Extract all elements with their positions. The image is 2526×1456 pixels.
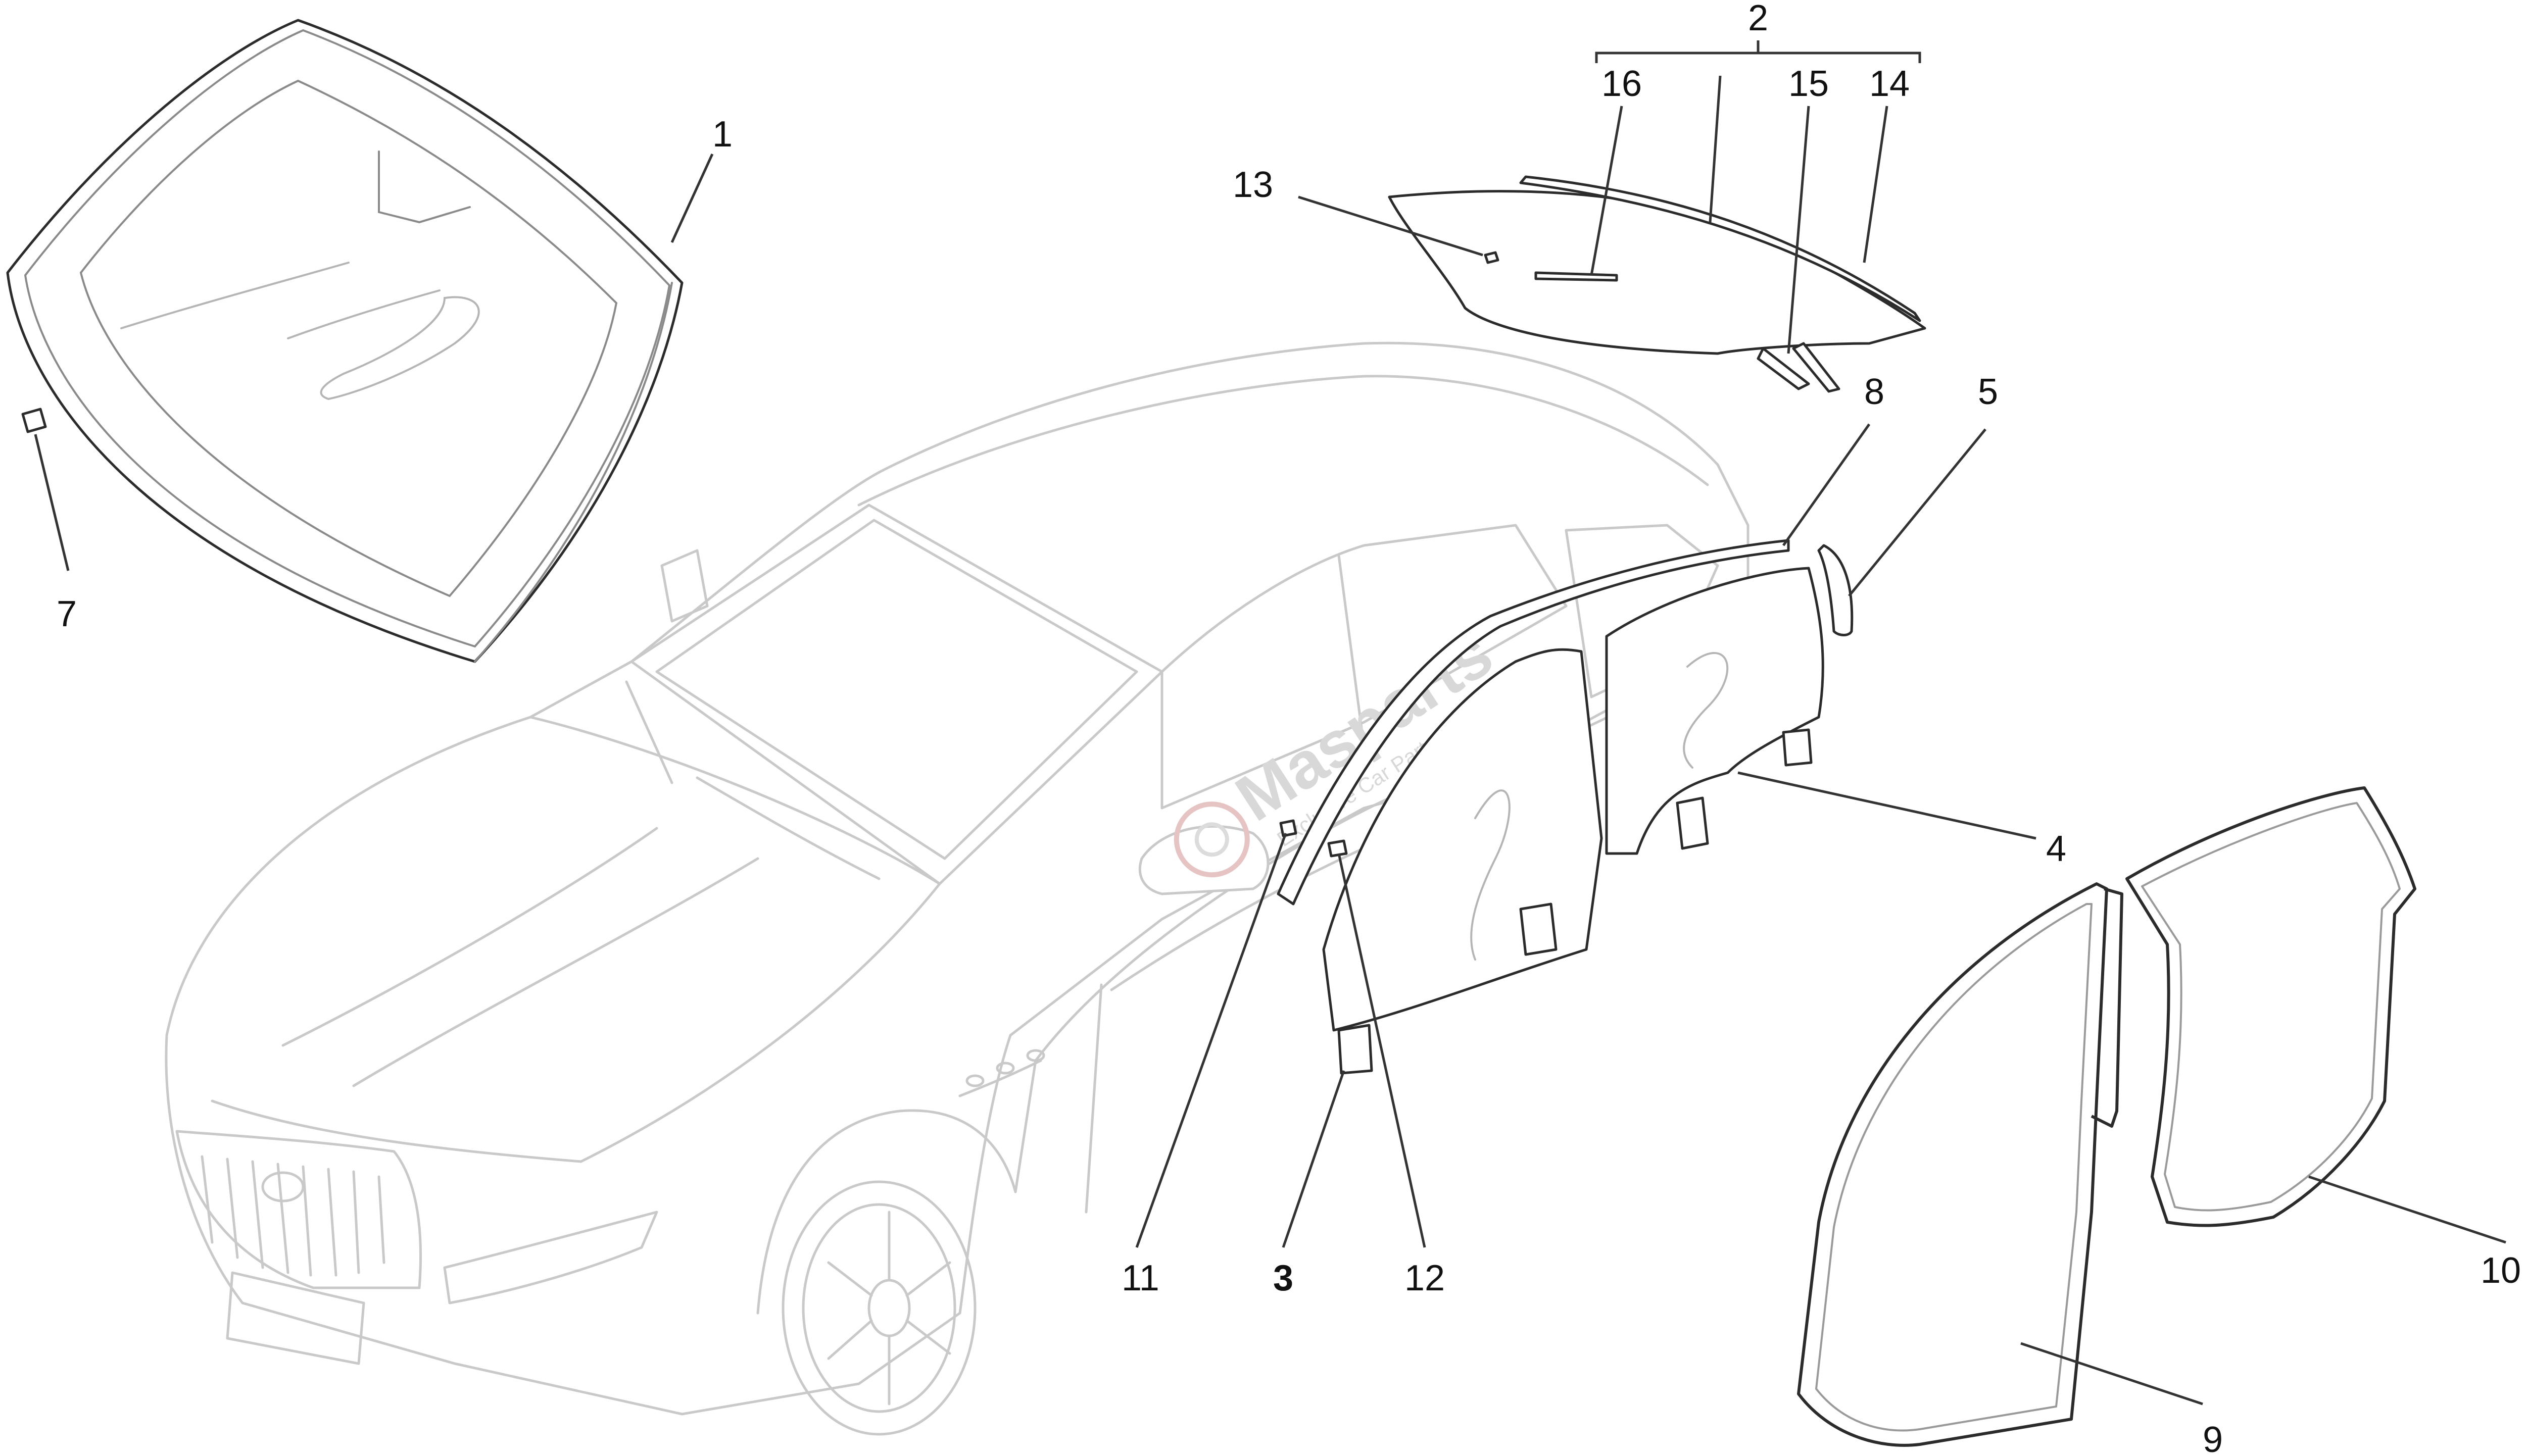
- callout-2: 2: [1748, 0, 1768, 38]
- callout-9: 9: [2203, 1420, 2223, 1456]
- leader-lines: [34, 40, 2506, 1405]
- part-rear-door-glass: [1605, 567, 1824, 855]
- car-body: [165, 341, 1750, 1436]
- callout-13: 13: [1233, 165, 1273, 205]
- callout-14: 14: [1869, 64, 1910, 104]
- callout-5: 5: [1978, 372, 1998, 412]
- callout-7: 7: [57, 594, 77, 634]
- part-front-door-seal: [1797, 882, 2123, 1447]
- callout-16: 16: [1601, 64, 1642, 104]
- callout-10: 10: [2481, 1250, 2521, 1291]
- part-clips-11-12: [1279, 819, 1348, 858]
- part-rear-window: [1388, 175, 1926, 393]
- part-clip-7: [21, 408, 47, 433]
- part-trim-strip: [1277, 539, 1790, 906]
- part-front-door-glass: [1322, 648, 1603, 1075]
- part-rear-door-seal: [2125, 786, 2416, 1227]
- callout-15: 15: [1788, 64, 1829, 104]
- callout-8: 8: [1864, 372, 1884, 412]
- part-quarter-glass: [1817, 544, 1854, 636]
- callout-11: 11: [1122, 1258, 1159, 1298]
- watermark-gear-icon: [1174, 801, 1250, 878]
- callout-labels: 1 2 3 4 5 7 8 9 10 11 12 13 14 15 16: [57, 0, 2521, 1456]
- callout-4: 4: [2046, 829, 2066, 869]
- callout-1: 1: [712, 114, 733, 155]
- callout-3: 3: [1273, 1258, 1293, 1298]
- part-windscreen: [6, 19, 684, 663]
- callout-12: 12: [1404, 1258, 1445, 1298]
